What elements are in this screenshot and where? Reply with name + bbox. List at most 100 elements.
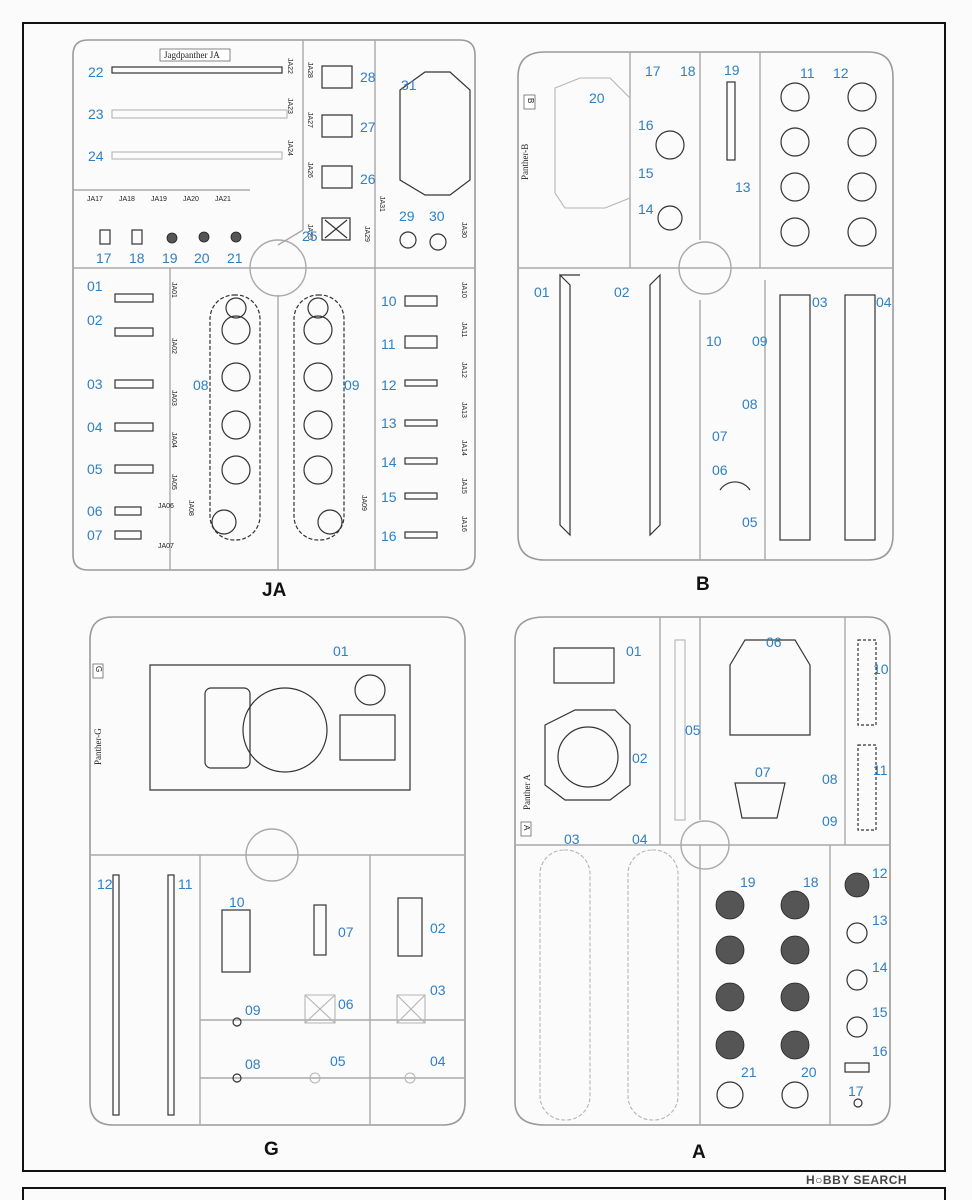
part-number-a-03: 03 xyxy=(564,831,580,847)
part-number-ja-30: 30 xyxy=(429,208,445,224)
part-number-ja-20: 20 xyxy=(194,250,210,266)
sprue-b-code-box xyxy=(523,94,536,110)
part-number-ja-24: 24 xyxy=(88,148,104,164)
code-ja08: JA08 xyxy=(187,500,194,516)
part-b04-shape xyxy=(844,294,876,541)
sprue-g-nameplate: Panther-G xyxy=(93,728,103,765)
part-a13-shape xyxy=(846,922,868,944)
sprue-ja-codes: JA17 JA18 JA19 JA20 JA21 JA22 JA23 JA24 … xyxy=(87,58,467,550)
part-number-b-20: 20 xyxy=(589,90,605,106)
part-number-a-01: 01 xyxy=(626,643,642,659)
part-number-g-01: 01 xyxy=(333,643,349,659)
hatch-parts xyxy=(321,65,353,241)
watermark-logo: H○BBY SEARCH xyxy=(806,1173,908,1187)
part-a10-shape xyxy=(857,639,877,726)
part-number-a-09: 09 xyxy=(822,813,838,829)
sprue-ja-letter: JA xyxy=(262,580,287,601)
part-g09-shape xyxy=(232,1017,242,1027)
next-panel-edge xyxy=(22,1187,946,1200)
sprue-ja-hub xyxy=(249,239,307,297)
small-parts-17-21 xyxy=(99,229,242,245)
sprue-g-hub xyxy=(245,828,299,882)
part-number-b-19: 19 xyxy=(724,62,740,78)
right-column-parts xyxy=(404,295,438,539)
part-g07-shape xyxy=(313,904,327,956)
part-number-ja-09: 09 xyxy=(344,377,360,393)
code-ja03: JA03 xyxy=(170,390,177,406)
part-a03-shape xyxy=(539,849,591,1121)
sprue-b: B Panther-B 20 17 18 19 11 12 16 15 13 1… xyxy=(517,51,894,595)
part-number-b-11: 11 xyxy=(800,65,815,81)
part-number-ja-17: 17 xyxy=(96,250,112,266)
part-number-ja-02: 02 xyxy=(87,312,103,328)
sprue-b-code: B xyxy=(526,98,535,103)
part-number-b-14: 14 xyxy=(638,201,654,217)
code-ja04: JA04 xyxy=(170,432,177,448)
part-number-ja-31: 31 xyxy=(401,77,417,93)
part-number-ja-06: 06 xyxy=(87,503,103,519)
part-number-ja-23: 23 xyxy=(88,106,104,122)
sprue-ja-runners xyxy=(73,40,475,570)
part-g01-shape xyxy=(149,664,411,791)
part-number-a-06: 06 xyxy=(766,634,782,650)
part-number-a-15: 15 xyxy=(872,1004,888,1020)
part-number-g-09: 09 xyxy=(245,1002,261,1018)
code-ja23: JA23 xyxy=(286,98,293,114)
part-number-ja-21: 21 xyxy=(227,250,243,266)
part-number-g-10: 10 xyxy=(229,894,245,910)
sprue-ja-frame xyxy=(72,39,476,571)
sprue-a-part-numbers: 01 05 06 10 02 07 08 11 09 03 04 19 18 1… xyxy=(564,634,889,1099)
part-number-b-12: 12 xyxy=(833,65,849,81)
part-g05-shape xyxy=(309,1072,321,1084)
part-29-shape xyxy=(399,231,417,249)
part-number-a-07: 07 xyxy=(755,764,771,780)
part-number-b-17: 17 xyxy=(645,63,661,79)
sprue-b-nameplate: Panther-B xyxy=(520,144,530,180)
part-31-shape xyxy=(399,71,471,196)
part-number-g-02: 02 xyxy=(430,920,446,936)
left-column-parts xyxy=(114,293,154,540)
sprue-a-code-box xyxy=(520,821,532,837)
sprue-g-runners xyxy=(90,828,465,1125)
part-b03-shape xyxy=(779,294,811,541)
sprue-b-letter: B xyxy=(696,574,710,595)
sprue-g: G Panther-G 01 12 11 10 07 02 06 03 09 0… xyxy=(89,616,466,1160)
part-number-b-13: 13 xyxy=(735,179,751,195)
part-a01-shape xyxy=(553,647,615,684)
gun-barrel-parts xyxy=(111,66,288,160)
part-g06-shape xyxy=(304,994,336,1024)
part-number-b-06: 06 xyxy=(712,462,728,478)
code-ja27: JA27 xyxy=(306,112,313,128)
part-number-b-01: 01 xyxy=(534,284,550,300)
part-number-a-16: 16 xyxy=(872,1043,888,1059)
code-ja28: JA28 xyxy=(306,62,313,78)
sprue-b-runners xyxy=(518,52,893,560)
part-a17-shape xyxy=(853,1098,863,1108)
sprue-b-hub xyxy=(678,241,732,295)
sprue-b-part-numbers: 20 17 18 19 11 12 16 15 13 14 01 02 03 0… xyxy=(534,62,892,530)
part-a02-shape xyxy=(544,709,631,801)
sprue-g-part-numbers: 01 12 11 10 07 02 06 03 09 08 05 04 xyxy=(97,643,446,1072)
sprue-g-code: G xyxy=(94,666,103,672)
part-a05-shape xyxy=(674,639,686,821)
part-number-b-16: 16 xyxy=(638,117,654,133)
code-ja30: JA30 xyxy=(460,222,467,238)
part-b02-shape xyxy=(649,273,661,537)
part-number-a-13: 13 xyxy=(872,912,888,928)
part-number-ja-25: 25 xyxy=(302,228,318,244)
part-number-g-06: 06 xyxy=(338,996,354,1012)
part-number-ja-10: 10 xyxy=(381,293,397,309)
part-a16-shape xyxy=(844,1062,870,1073)
code-ja10: JA10 xyxy=(460,282,467,298)
sprue-a-nameplate: Panther A xyxy=(522,774,532,810)
code-ja11: JA11 xyxy=(460,322,467,338)
part-b19-shape xyxy=(726,81,736,161)
part-number-a-02: 02 xyxy=(632,750,648,766)
part-number-b-08: 08 xyxy=(742,396,758,412)
part-b16-shape xyxy=(655,130,685,160)
sprue-g-frame xyxy=(89,616,466,1126)
code-ja29: JA29 xyxy=(363,226,370,242)
sprue-a-hub xyxy=(680,820,730,870)
sprue-a-runners xyxy=(515,617,890,1125)
